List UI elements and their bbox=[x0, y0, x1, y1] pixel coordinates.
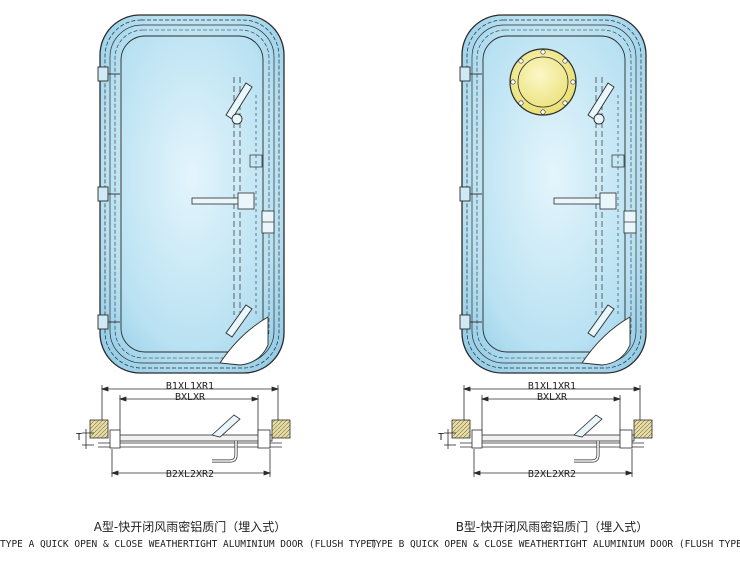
door-b-dim-outer-top: B1XL1XR1 bbox=[528, 381, 576, 392]
door-b-dim-bottom: B2XL2XR2 bbox=[528, 469, 576, 480]
door-a-elevation bbox=[97, 14, 285, 374]
door-a-caption-en: TYPE A QUICK OPEN & CLOSE WEATHERTIGHT A… bbox=[0, 539, 378, 550]
door-a-thickness-label: T bbox=[76, 432, 82, 443]
door-a-dim-outer-top: B1XL1XR1 bbox=[166, 381, 214, 392]
door-a-dim-bottom: B2XL2XR2 bbox=[166, 469, 214, 480]
door-b-porthole bbox=[509, 48, 577, 116]
door-a-group: B1XL1XR1 BXLXR B2XL2XR2 T bbox=[76, 14, 292, 480]
door-b-dim-inner-top: BXLXR bbox=[537, 392, 568, 403]
door-b-group: B1XL1XR1 BXLXR B2XL2XR2 T bbox=[438, 14, 654, 480]
door-b-caption-cn: B型-快开闭风雨密铝质门（埋入式） bbox=[455, 520, 649, 534]
door-a-dim-inner-top: BXLXR bbox=[175, 392, 206, 403]
door-a-caption-cn: A型-快开闭风雨密铝质门（埋入式） bbox=[93, 520, 287, 534]
door-b-thickness-label: T bbox=[438, 432, 444, 443]
door-b-caption-en: TYPE B QUICK OPEN & CLOSE WEATHERTIGHT A… bbox=[370, 539, 740, 550]
